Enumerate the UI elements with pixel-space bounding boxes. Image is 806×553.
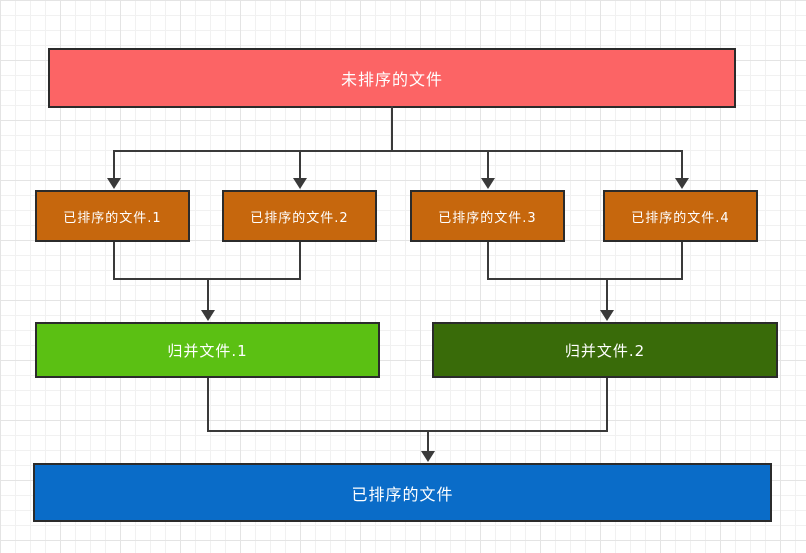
arrowhead-to-sorted-1	[107, 178, 121, 189]
connector-sorted4-down	[681, 242, 683, 280]
arrowhead-to-sorted-3	[481, 178, 495, 189]
connector-sorted3-down	[487, 242, 489, 280]
connector-sorted2-down	[299, 242, 301, 280]
connector-merge1-down	[207, 378, 209, 432]
connector-to-sorted-1	[113, 150, 115, 179]
node-sorted-file-4[interactable]: 已排序的文件.4	[603, 190, 758, 242]
connector-to-sorted-4	[681, 150, 683, 179]
connector-merge2-join	[487, 278, 683, 280]
connector-final-join	[207, 430, 608, 432]
connector-sorted1-down	[113, 242, 115, 280]
arrowhead-to-sorted-2	[293, 178, 307, 189]
arrowhead-to-sorted-4	[675, 178, 689, 189]
node-unsorted-file[interactable]: 未排序的文件	[48, 48, 736, 108]
node-final-sorted-file[interactable]: 已排序的文件	[33, 463, 772, 522]
arrowhead-to-merge-1	[201, 310, 215, 321]
connector-unsorted-stem	[391, 106, 393, 152]
node-merge-file-1[interactable]: 归并文件.1	[35, 322, 380, 378]
node-merge-file-2[interactable]: 归并文件.2	[432, 322, 778, 378]
node-sorted-file-1[interactable]: 已排序的文件.1	[35, 190, 190, 242]
connector-to-final	[427, 430, 429, 452]
connector-to-merge-1	[207, 278, 209, 311]
connector-to-merge-2	[606, 278, 608, 311]
connector-to-sorted-2	[299, 150, 301, 179]
node-sorted-file-2[interactable]: 已排序的文件.2	[222, 190, 377, 242]
connector-to-sorted-3	[487, 150, 489, 179]
connector-merge2-down	[606, 378, 608, 432]
node-sorted-file-3[interactable]: 已排序的文件.3	[410, 190, 565, 242]
connector-unsorted-branch	[113, 150, 683, 152]
arrowhead-to-final	[421, 451, 435, 462]
arrowhead-to-merge-2	[600, 310, 614, 321]
